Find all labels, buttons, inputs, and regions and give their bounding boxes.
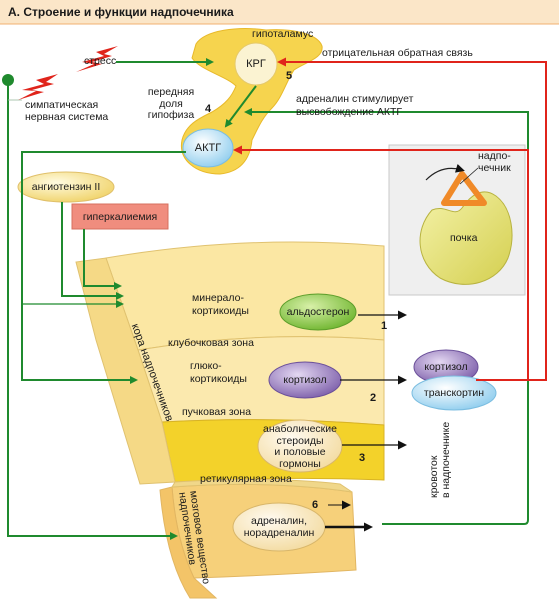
number-3: 3 [359,452,366,464]
number-4: 4 [205,103,212,115]
hypothalamus-label: гипоталамус [252,28,314,40]
black-arrows [325,310,407,532]
kidney-label: почка [450,232,478,244]
cortisol-bound-label: кортизол [424,361,468,373]
title-bar [0,0,559,24]
glomerular-zone-label: клубочковая зона [168,337,254,349]
hyperkalemia-box [71,203,169,230]
sympathetic-origin-dot [2,74,14,86]
red-arrows [233,57,547,381]
hyperkalemia-label: гиперкалиемия [82,211,158,223]
stress-label: стресс [84,55,117,67]
anabolic-ellipse [257,419,343,473]
number-6: 6 [312,499,319,511]
adrenaline-stimulates-label: адреналин стимулирует высвобождение АКТГ [296,93,414,118]
kidney-shape [419,191,513,285]
negative-feedback-label: отрицательная обратная связь [322,47,473,59]
aldosterone-ellipse [279,293,357,331]
glucocorticoids-label: глюко- кортикоиды [190,360,247,385]
krg-label: КРГ [246,58,266,70]
stress-lightning-2 [18,74,58,100]
bloodstream-label: кровоток в надпочечнике [428,421,452,498]
anterior-pituitary-label: передняя доля гипофиза [147,86,195,121]
green-arrows [7,58,529,540]
anabolic-label: анаболические стероиды и половые гормоны [263,423,337,470]
number-2: 2 [370,392,377,404]
zona-fasciculata-block [137,336,385,426]
mineralocorticoids-label: минерало- кортикоиды [192,292,249,317]
transcortin-ellipse [411,375,497,411]
cortex-left-face [75,257,176,485]
angiotensin-label: ангиотензин II [31,181,101,193]
transcortin-label: транскортин [423,387,485,399]
sympathetic-ns-label: симпатическая нервная система [25,99,109,123]
actg-label: АКТГ [194,142,222,154]
adrenal-gland-shape [441,171,487,206]
number-5: 5 [286,70,293,82]
cortisol-label: кортизол [283,374,327,386]
aldosterone-label: альдостерон [286,306,350,318]
diagram-title: А. Строение и функции надпочечника [8,5,234,19]
fascicular-zone-label: пучковая зона [182,406,252,418]
adrenal-label: надпо- чечник [478,150,511,174]
medulla-left-face [159,486,218,599]
number-1: 1 [381,320,388,332]
adrenaline-out-label: адреналин, норадреналин [243,515,315,539]
angiotensin-ellipse [17,171,115,203]
stress-lightning-1 [76,46,118,72]
reticular-zone-label: ретикулярная зона [200,473,292,485]
